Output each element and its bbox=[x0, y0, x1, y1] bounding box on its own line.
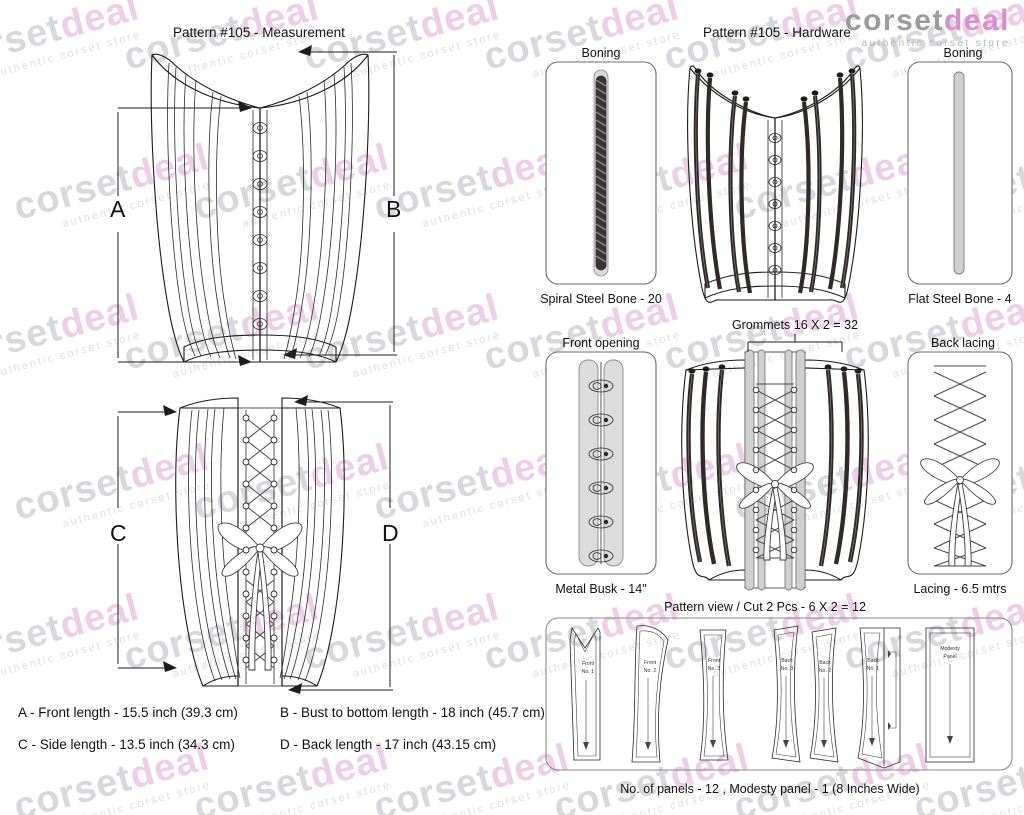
lacing-sample-crosses bbox=[933, 365, 987, 567]
hardware-front-busk-studs bbox=[768, 132, 782, 275]
corset-front-busk-studs bbox=[252, 122, 268, 330]
hardware-back-spiral-bones-right bbox=[818, 369, 864, 567]
pattern-piece-back-3: Back No. 3 bbox=[771, 625, 801, 763]
front-opening-box-header: Front opening bbox=[562, 336, 640, 350]
hardware-back-lacing bbox=[755, 383, 795, 559]
back-lacing-box-header: Back lacing bbox=[931, 336, 995, 350]
hardware-back-bow bbox=[736, 462, 814, 561]
brand-logo-text-primary: corset bbox=[844, 4, 944, 37]
pattern-piece-label-2-line2: No. 2 bbox=[644, 668, 657, 674]
corset-back-grommets bbox=[242, 414, 278, 664]
measurement-a: A - Front length - 15.5 inch (39.3 cm) bbox=[18, 705, 238, 720]
pattern-view-footer: No. of panels - 12 , Modesty panel - 1 (… bbox=[620, 782, 920, 796]
flat-bone-box-caption: Flat Steel Bone - 4 bbox=[908, 292, 1012, 306]
pattern-piece-modesty-panel: Modesty Panel bbox=[925, 627, 975, 763]
pattern-piece-label-7-line2: Panel bbox=[943, 654, 956, 660]
hardware-front-bone-tips bbox=[694, 68, 856, 102]
pattern-piece-back-1: Back No. 1 bbox=[857, 627, 901, 769]
corset-back-seams-right bbox=[279, 407, 332, 682]
dimension-b-line bbox=[283, 45, 397, 359]
pattern-piece-label-6-line1: Back bbox=[867, 658, 879, 664]
dimension-label-d: D bbox=[382, 520, 399, 546]
dimension-label-b: B bbox=[386, 196, 402, 222]
corset-front-seams-left bbox=[167, 62, 237, 360]
pattern-piece-front-2: Front No. 2 bbox=[631, 625, 669, 763]
pattern-piece-front-3: Front No. 3 bbox=[699, 629, 729, 761]
busk-clasps bbox=[588, 379, 614, 563]
left-panel-title: Pattern #105 - Measurement bbox=[173, 25, 345, 40]
hardware-back-grommets bbox=[752, 386, 798, 554]
spiral-bone-box-caption: Spiral Steel Bone - 20 bbox=[540, 292, 662, 306]
hardware-back-bone-tips bbox=[688, 364, 862, 374]
brand-logo-text-secondary: deal bbox=[943, 4, 1010, 37]
pattern-piece-label-7-line1: Modesty bbox=[940, 646, 960, 652]
pattern-piece-label-1-line1: Front bbox=[582, 661, 595, 667]
brand-logo: corsetdeal authentic corset store bbox=[845, 6, 1010, 50]
pattern-piece-label-4-line1: Back bbox=[781, 658, 793, 664]
hardware-front-spiral-bones-left bbox=[693, 73, 753, 294]
pattern-piece-back-2: Back No. 2 bbox=[809, 627, 839, 763]
spiral-bone-box-header: Boning bbox=[581, 46, 621, 60]
hardware-back-spiral-bones-left bbox=[686, 369, 732, 567]
pattern-piece-label-1-line2: No. 1 bbox=[582, 669, 595, 675]
pattern-piece-label-6-line2: No. 1 bbox=[867, 666, 880, 672]
corset-back-bow bbox=[217, 522, 303, 671]
corset-front-seams-right bbox=[283, 62, 353, 360]
brand-tagline: authentic corset store bbox=[861, 38, 1010, 49]
flat-bone-box-header: Boning bbox=[943, 46, 983, 60]
measurement-b: B - Bust to bottom length - 18 inch (45.… bbox=[280, 705, 545, 720]
right-panel-title: Pattern #105 - Hardware bbox=[703, 25, 851, 40]
grommets-label: Grommets 16 X 2 = 32 bbox=[731, 318, 859, 332]
pattern-piece-label-3-line1: Front bbox=[708, 658, 721, 664]
brand-logo-text: corsetdeal bbox=[845, 6, 1010, 36]
dimension-c-line bbox=[117, 405, 177, 672]
corset-back-seams-left bbox=[188, 407, 241, 682]
dimension-d-line bbox=[288, 395, 393, 694]
front-opening-box-caption: Metal Busk - 14" bbox=[555, 582, 647, 596]
pattern-piece-label-4-line2: No. 3 bbox=[781, 666, 794, 672]
pattern-piece-label-2-line1: Front bbox=[644, 660, 657, 666]
pattern-view-title: Pattern view / Cut 2 Pcs - 6 X 2 = 12 bbox=[664, 600, 866, 614]
dimension-label-a: A bbox=[110, 196, 126, 222]
pattern-piece-label-3-line2: No. 3 bbox=[708, 666, 721, 672]
pattern-piece-label-5-line2: No. 2 bbox=[819, 668, 832, 674]
lacing-sample-bow bbox=[920, 458, 1000, 567]
hardware-front-spiral-bones-right bbox=[797, 73, 857, 294]
measurement-c: C - Side length - 13.5 inch (34.3 cm) bbox=[18, 737, 235, 752]
dimension-label-c: C bbox=[110, 520, 127, 546]
pattern-piece-front-1: Front No. 1 bbox=[569, 626, 601, 761]
back-lacing-box-caption: Lacing - 6.5 mtrs bbox=[913, 582, 1007, 596]
measurement-d: D - Back length - 17 inch (43.15 cm) bbox=[280, 737, 497, 752]
pattern-piece-label-5-line1: Back bbox=[819, 660, 831, 666]
